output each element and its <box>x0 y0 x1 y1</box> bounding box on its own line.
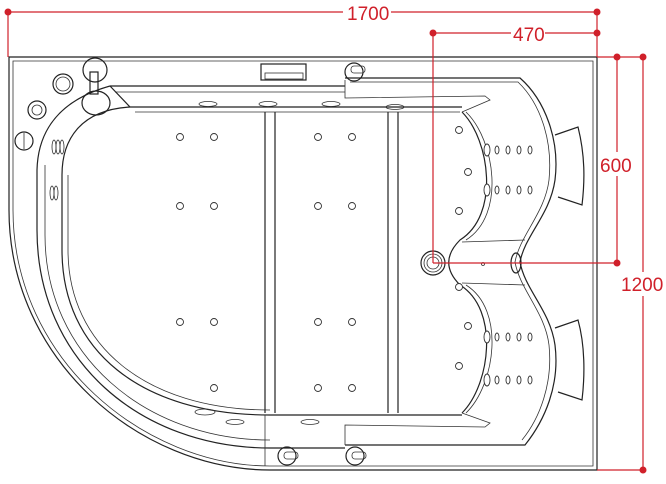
jet-icon <box>314 202 322 210</box>
dimension-1200: 1200 <box>621 275 663 296</box>
side-jet-grille <box>49 101 405 425</box>
jet-icon <box>210 133 218 141</box>
control-knob-icon <box>14 73 74 151</box>
jet-icon <box>494 332 500 342</box>
jet-icon <box>505 375 511 385</box>
jet-icon <box>494 375 500 385</box>
jet-icon <box>516 332 522 342</box>
jet-icon <box>348 384 356 392</box>
jet-icon <box>455 126 463 134</box>
pillow-top <box>554 126 585 206</box>
jet-icon <box>483 143 491 157</box>
jet-icon <box>516 185 522 195</box>
tub-rim-inner <box>44 91 345 441</box>
jet-icon <box>210 202 218 210</box>
jet-icon <box>176 202 184 210</box>
faucet-icon <box>81 57 111 116</box>
jet-icon <box>505 332 511 342</box>
outer-deck-outline <box>8 56 598 471</box>
pillow-bottom <box>554 319 585 401</box>
bath-basin <box>61 106 462 416</box>
jet-icon <box>348 202 356 210</box>
jet-icon <box>527 332 533 342</box>
air-jets <box>176 126 533 392</box>
headrest-outline <box>345 77 557 446</box>
jet-icon <box>176 133 184 141</box>
jet-icon <box>527 145 533 155</box>
jet-icon <box>527 185 533 195</box>
jet-icon <box>464 322 472 330</box>
jet-icon <box>210 384 218 392</box>
jet-icon <box>505 145 511 155</box>
dimension-600: 600 <box>600 156 632 177</box>
bath-basin-inner <box>67 111 460 411</box>
jet-icon <box>314 384 322 392</box>
dimension-470: 470 <box>513 25 545 46</box>
jet-icon <box>464 168 472 176</box>
jet-icon <box>516 375 522 385</box>
jet-icon <box>314 318 322 326</box>
jet-icon <box>455 283 463 291</box>
jet-icon <box>455 362 463 370</box>
dimension-1700: 1700 <box>347 4 389 25</box>
tub-rim <box>36 85 345 449</box>
jet-icon <box>516 145 522 155</box>
jet-icon <box>494 185 500 195</box>
jet-icon <box>505 185 511 195</box>
control-panel-icon <box>260 63 307 81</box>
jet-icon <box>176 318 184 326</box>
jet-icon <box>483 330 491 344</box>
jet-icon <box>314 133 322 141</box>
dimension-lines <box>4 8 647 474</box>
jet-icon <box>494 145 500 155</box>
jet-icon <box>455 207 463 215</box>
jet-icon <box>483 373 491 387</box>
outer-deck-inner-edge <box>12 60 594 467</box>
jet-icon <box>483 183 491 197</box>
diverter-icon <box>277 62 367 466</box>
jet-icon <box>527 375 533 385</box>
jet-icon <box>348 133 356 141</box>
jet-icon <box>348 318 356 326</box>
jet-icon <box>210 318 218 326</box>
